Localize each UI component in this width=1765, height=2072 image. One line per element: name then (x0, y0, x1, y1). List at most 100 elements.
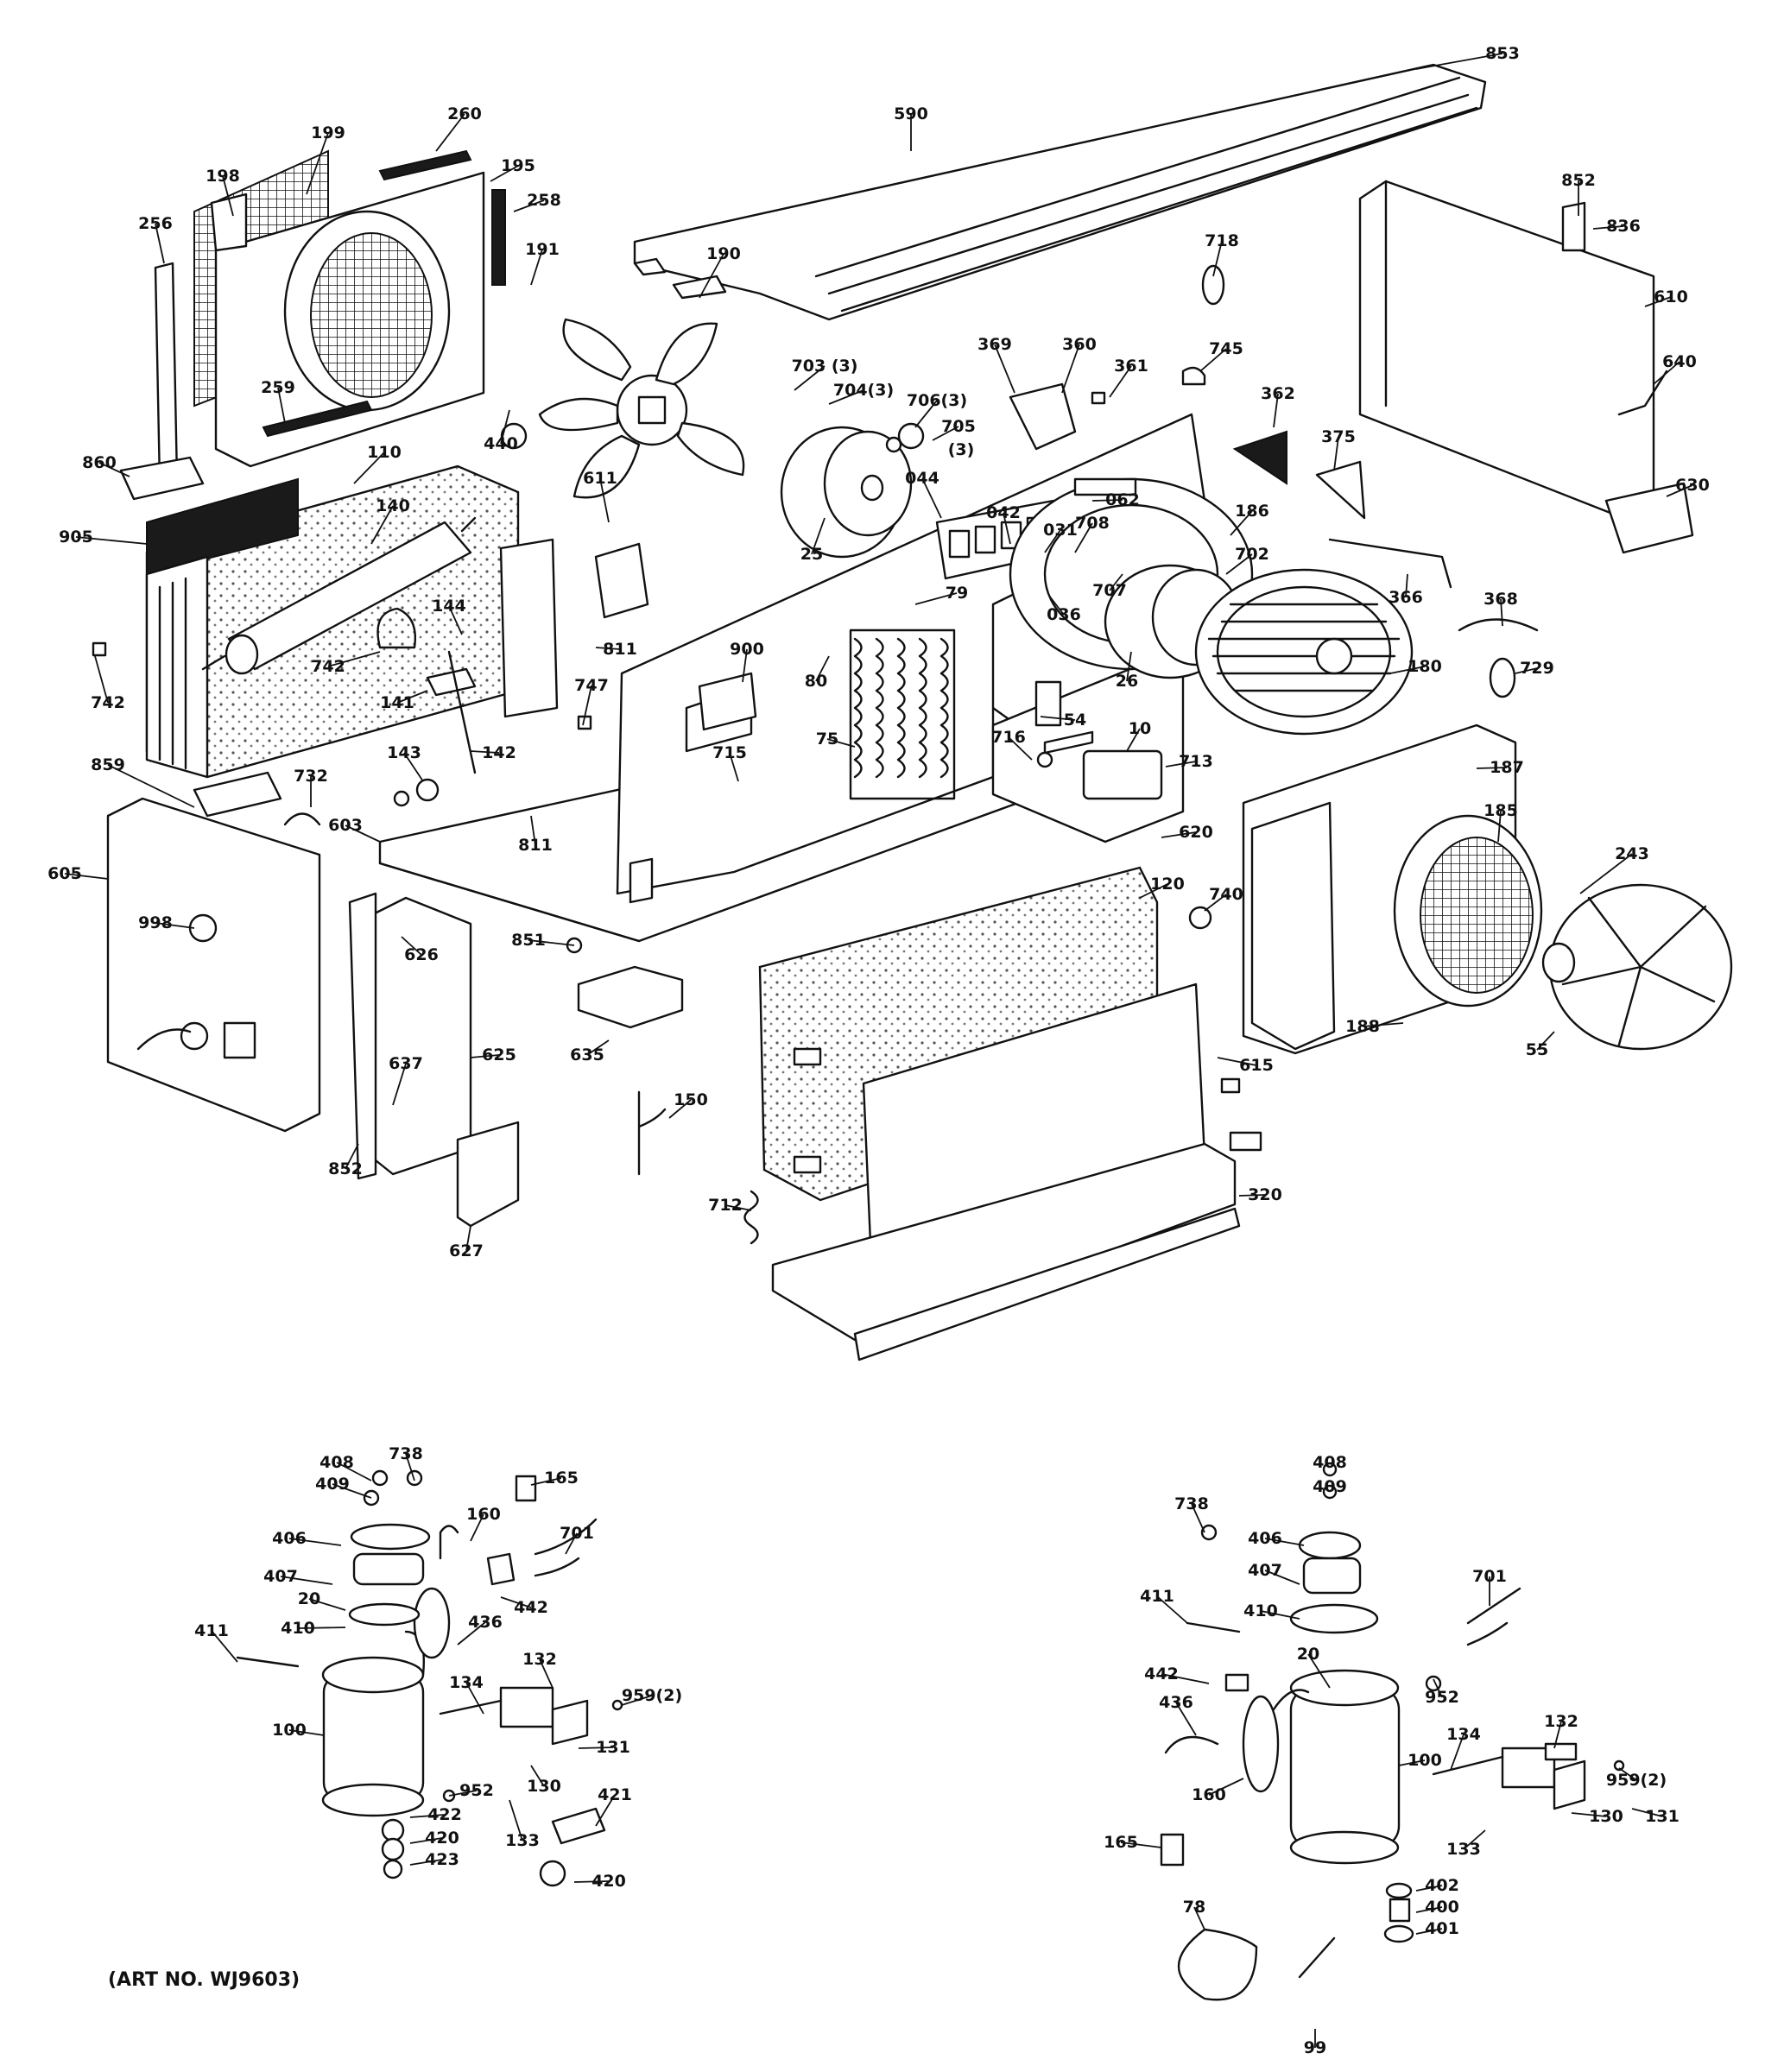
part-label-062: 062 (1105, 490, 1140, 509)
leader-line-368 (1500, 598, 1503, 627)
leader-line-80 (815, 655, 830, 682)
part-label-26: 26 (1116, 672, 1138, 691)
condenser-shroud-195 (154, 149, 506, 485)
part-label-198: 198 (206, 167, 240, 186)
leader-line-243 (1579, 853, 1633, 894)
leader-line-031 (1044, 529, 1061, 553)
part-label-630: 630 (1675, 476, 1710, 495)
leader-line-10 (1126, 728, 1141, 752)
part-label-133a: 133 (505, 1831, 540, 1850)
leader-line-852b (345, 1143, 359, 1170)
leader-line-100a (288, 1729, 325, 1736)
leader-line-705 (932, 426, 959, 441)
leader-line-042 (1003, 512, 1011, 545)
part-label-362: 362 (1261, 384, 1295, 403)
leader-line-713 (1165, 761, 1197, 768)
leader-line-142 (470, 750, 500, 754)
part-label-036: 036 (1047, 605, 1081, 624)
leader-line-715 (729, 752, 739, 782)
insulation-860 (119, 456, 205, 501)
leader-line-401 (1415, 1928, 1443, 1935)
leader-line-036 (1048, 595, 1065, 616)
leader-line-905 (75, 536, 148, 545)
leader-line-110 (353, 452, 385, 484)
heater-element-75 (849, 629, 956, 800)
leader-line-952a (448, 1790, 478, 1797)
leader-line-134b (1450, 1734, 1465, 1771)
front-panel-605 (106, 797, 321, 1133)
part-label-407a: 407 (263, 1567, 298, 1586)
leader-line-702 (1225, 553, 1253, 575)
evap-shroud-187 (1242, 723, 1543, 1055)
art-number: (ART NO. WJ9603) (108, 1969, 300, 1991)
leader-line-408a (336, 1462, 372, 1481)
leader-line-742a (327, 651, 381, 667)
part-label-590: 590 (894, 104, 928, 123)
leader-line-54 (1040, 716, 1076, 721)
leader-line-79 (914, 592, 958, 605)
leader-line-742b (94, 655, 109, 704)
part-label-120: 120 (1150, 875, 1185, 894)
part-label-408b: 408 (1313, 1453, 1347, 1472)
part-label-199: 199 (311, 123, 345, 142)
leader-line-411b (1156, 1595, 1188, 1624)
leader-line-708 (1074, 522, 1093, 553)
part-label-436b: 436 (1159, 1693, 1193, 1712)
part-label-408a: 408 (319, 1453, 354, 1472)
leader-line-188 (1362, 1022, 1404, 1027)
part-label-320: 320 (1248, 1185, 1282, 1204)
part-label-442a: 442 (514, 1598, 548, 1617)
part-label-044: 044 (905, 469, 939, 488)
fan-blade-190 (538, 318, 745, 499)
leader-line-406b (1264, 1538, 1305, 1546)
part-label-133b: 133 (1446, 1840, 1481, 1859)
part-label-99: 99 (1304, 2038, 1326, 2057)
part-label-10: 10 (1129, 719, 1151, 738)
leader-line-120 (1139, 883, 1168, 899)
leader-line-25 (811, 517, 826, 555)
part-label-79: 79 (946, 584, 968, 603)
part-label-853: 853 (1485, 44, 1520, 63)
part-label-100b: 100 (1408, 1751, 1442, 1770)
part-label-031: 031 (1043, 521, 1078, 540)
leader-line-859 (107, 764, 195, 808)
part-label-701a: 701 (560, 1524, 594, 1543)
part-label-78: 78 (1183, 1898, 1205, 1917)
drain-tube-150 (637, 1090, 667, 1176)
part-label-852a: 852 (1561, 171, 1596, 190)
part-label-141: 141 (380, 693, 414, 712)
leader-line-400 (1415, 1906, 1443, 1913)
leader-line-130a (530, 1765, 545, 1787)
leader-line-165b (1120, 1841, 1162, 1848)
leader-line-635 (586, 1039, 610, 1056)
leader-line-740 (1204, 894, 1227, 912)
part-label-132a: 132 (522, 1650, 557, 1669)
part-label-900: 900 (730, 640, 764, 659)
leader-line-133a (509, 1799, 523, 1841)
bracket-627 (456, 1121, 520, 1228)
leader-line-605 (64, 873, 109, 880)
leader-line-160a (470, 1513, 484, 1542)
part-label-407b: 407 (1248, 1561, 1282, 1580)
compressor-100-right (1160, 1462, 1625, 2001)
part-label-640: 640 (1662, 352, 1697, 371)
part-label-131a: 131 (596, 1738, 630, 1757)
leader-line-640 (1653, 361, 1680, 385)
side-panel-610 (1358, 180, 1694, 554)
part-label-54: 54 (1064, 711, 1086, 730)
leader-line-440 (500, 409, 510, 445)
part-label-859: 859 (91, 755, 125, 774)
leader-line-421 (595, 1794, 616, 1827)
part-label-142: 142 (482, 743, 516, 762)
leader-line-78 (1193, 1906, 1205, 1930)
leader-line-134a (465, 1682, 484, 1715)
leader-line-627 (465, 1225, 471, 1252)
leader-lines (64, 53, 1693, 2048)
part-label-615: 615 (1239, 1056, 1274, 1075)
part-label-368: 368 (1483, 590, 1518, 609)
leader-line-900 (742, 648, 748, 683)
part-label-406b: 406 (1248, 1529, 1282, 1548)
part-label-143: 143 (387, 743, 421, 762)
part-label-165a: 165 (544, 1469, 579, 1488)
leader-line-361 (1109, 365, 1132, 398)
